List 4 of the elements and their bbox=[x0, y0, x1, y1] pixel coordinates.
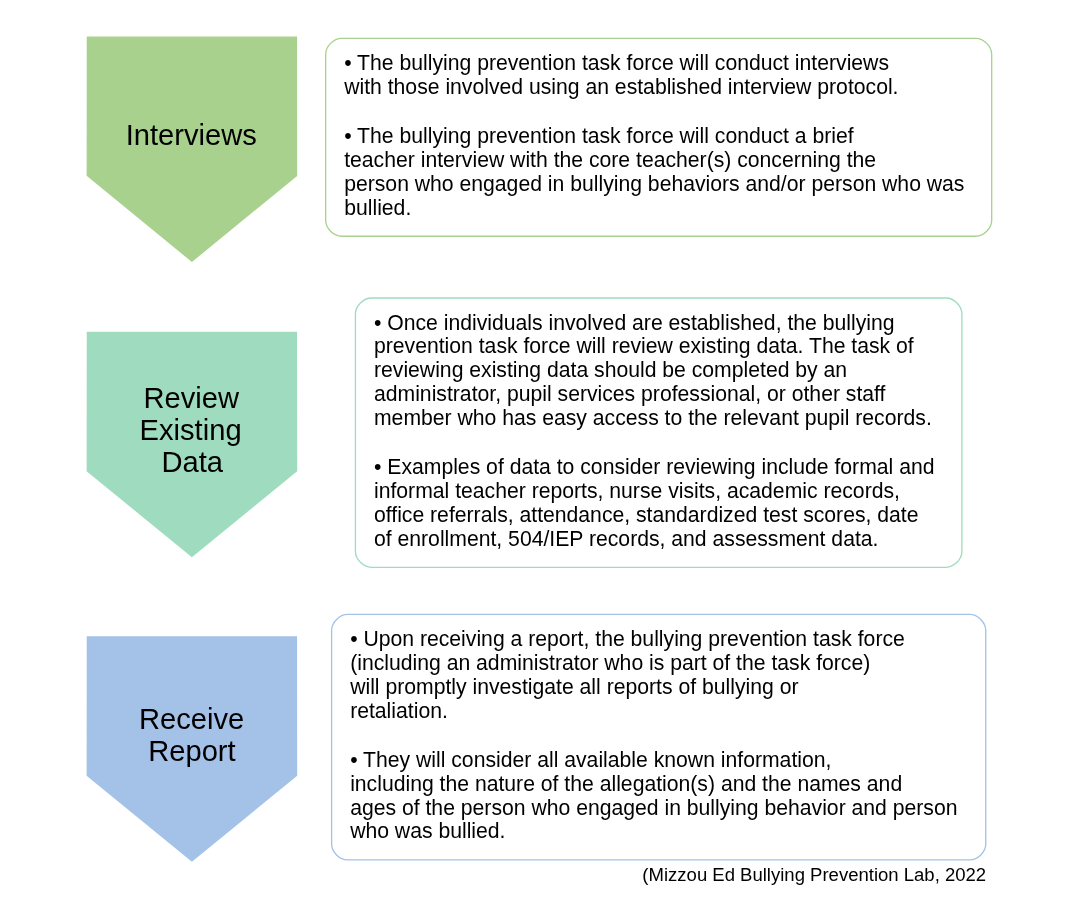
node-box: • Upon receiving a report, the bullying prevention task force (including an administrator who is part of the task force) will promptly investigate all reports of bullying or retaliation. • They will consider all available known information, including the nature of the allegation(s) and the names and ages of the person who engaged in bullying behavior and person who was bullied. bbox=[330, 613, 987, 861]
node-box: • The bullying prevention task force will conduct interviews with those involved using an established interview protocol. • The bullying prevention task force will conduct a brief teacher interview with the core teacher(s) concerning the person who engaged in bullying behaviors and/or person who was bullied. bbox=[325, 37, 993, 237]
caption: (Mizzou Ed Bullying Prevention Lab, 2022 bbox=[642, 864, 987, 886]
node-box: • Once individuals involved are established, the bullying prevention task force will review existing data. The task of reviewing existing data should be completed by an administrator, pupil services professional, or other staff member who has easy access to the relevant pupil records. • Examples of data to consider reviewing include formal and informal teacher reports, nurse visits, academic records, office referrals, attendance, standardized test scores, date of enrollment, 504/IEP records, and assessment data. bbox=[354, 297, 963, 568]
